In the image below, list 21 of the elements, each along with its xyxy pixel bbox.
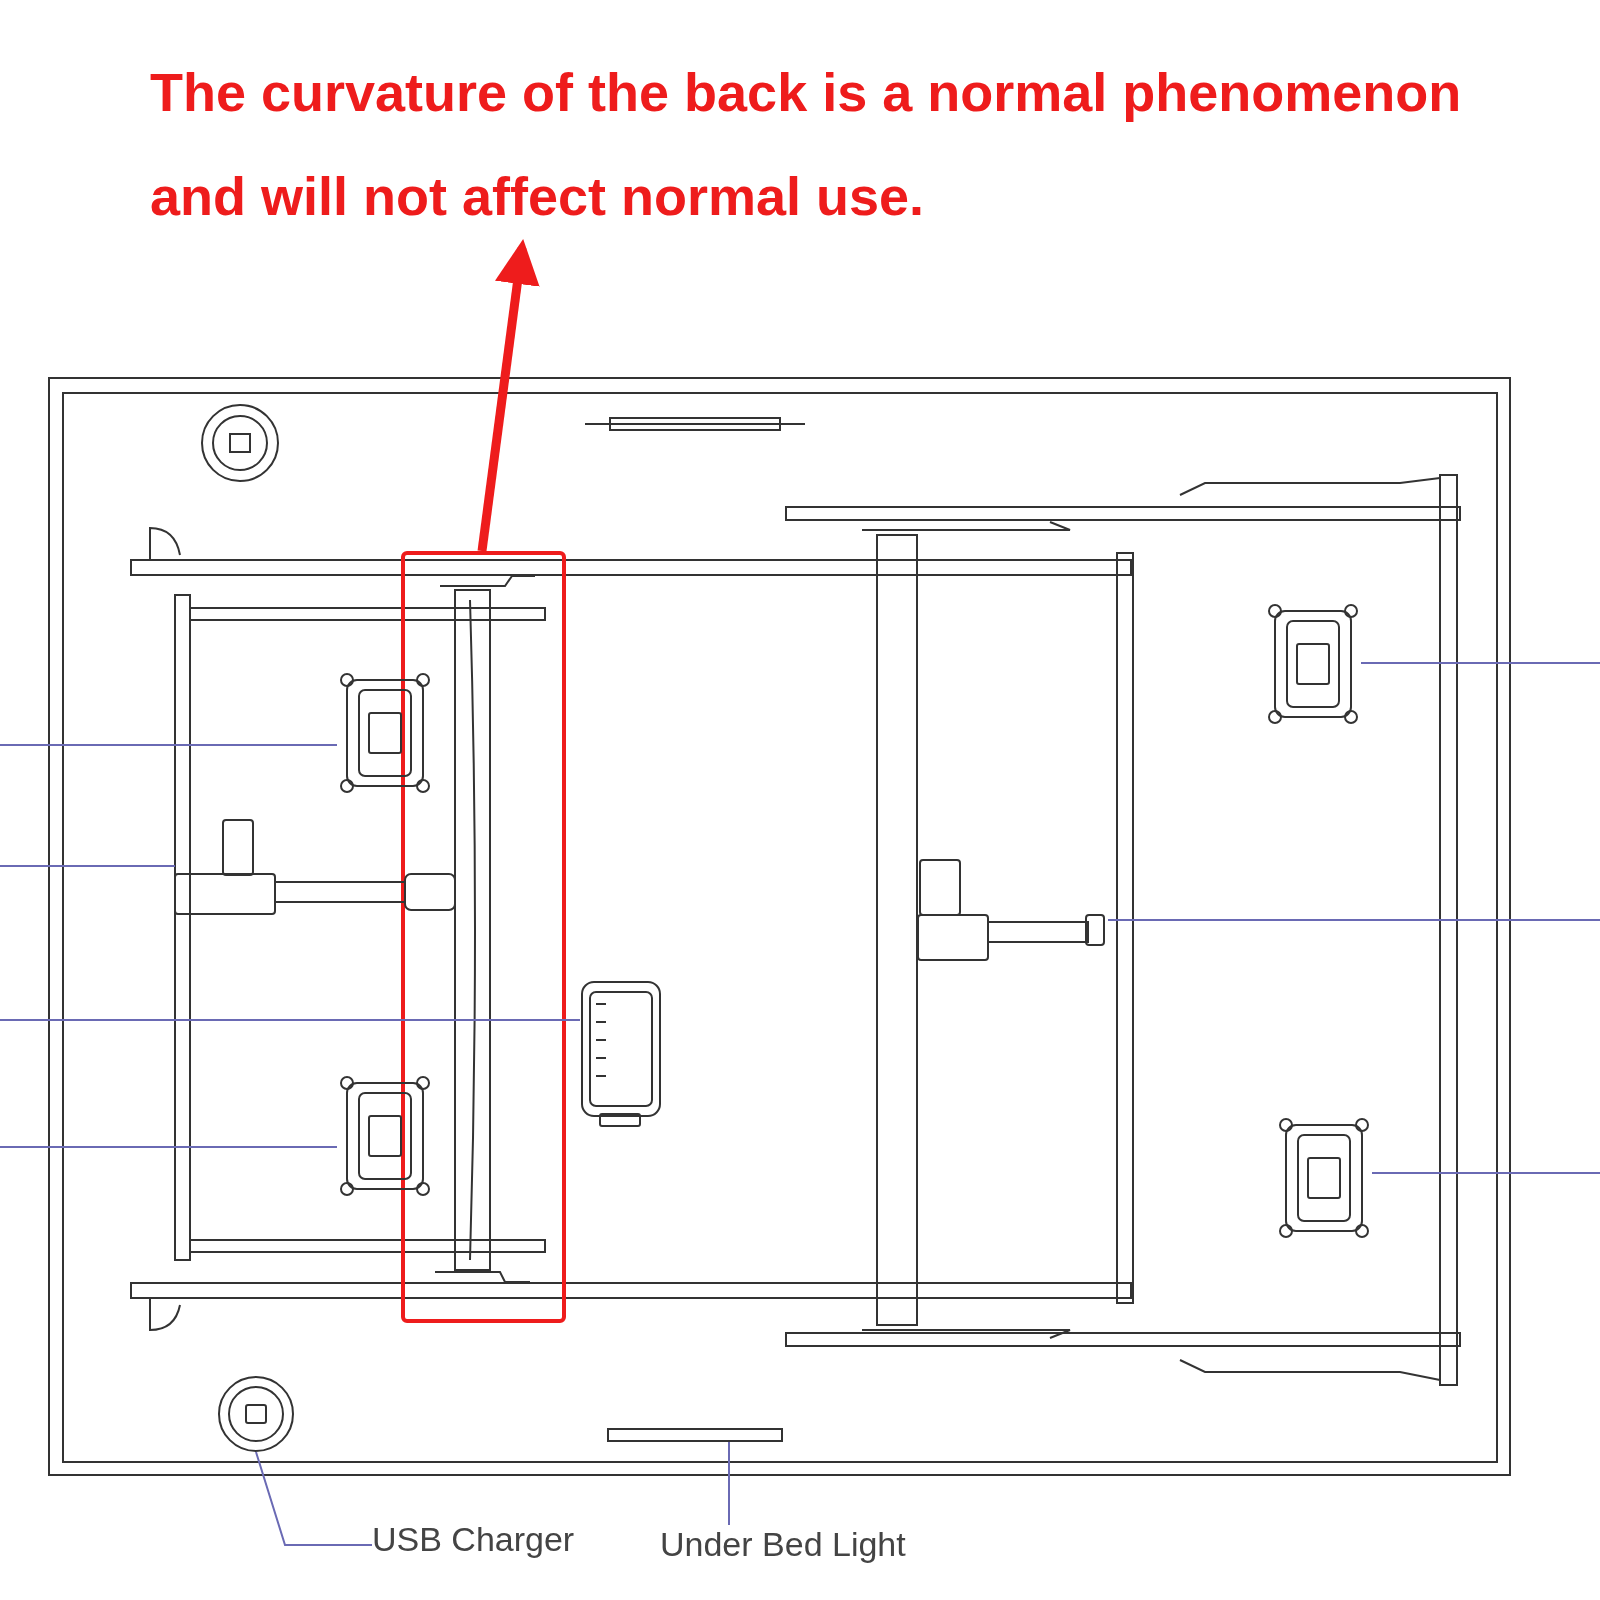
- leader-line: [0, 1146, 338, 1148]
- leader-line: [0, 744, 338, 746]
- note-text: The curvature of the back is a normal phenomenon and will not affect normal use.: [150, 40, 1510, 248]
- leader-line: [0, 1019, 581, 1021]
- part-label: Under Bed Light: [660, 1525, 906, 1564]
- part-label: USB Charger: [372, 1520, 575, 1559]
- usb-port-icon: [218, 1376, 294, 1452]
- motor-drawing: [1276, 1117, 1372, 1239]
- leader-line: [0, 865, 176, 867]
- leader-line: [1371, 1172, 1600, 1174]
- motor-drawing: [337, 672, 433, 794]
- light-bar: [608, 1428, 782, 1442]
- motor-drawing: [337, 1075, 433, 1197]
- motor-drawing: [1265, 603, 1361, 725]
- arrow: [477, 239, 540, 552]
- highlight-frame: [401, 551, 566, 1323]
- leader-line: [1360, 662, 1600, 664]
- leader-line: [1107, 919, 1600, 921]
- control-box: [580, 980, 662, 1128]
- leader-line: [255, 1451, 373, 1546]
- leader-line: [728, 1441, 730, 1526]
